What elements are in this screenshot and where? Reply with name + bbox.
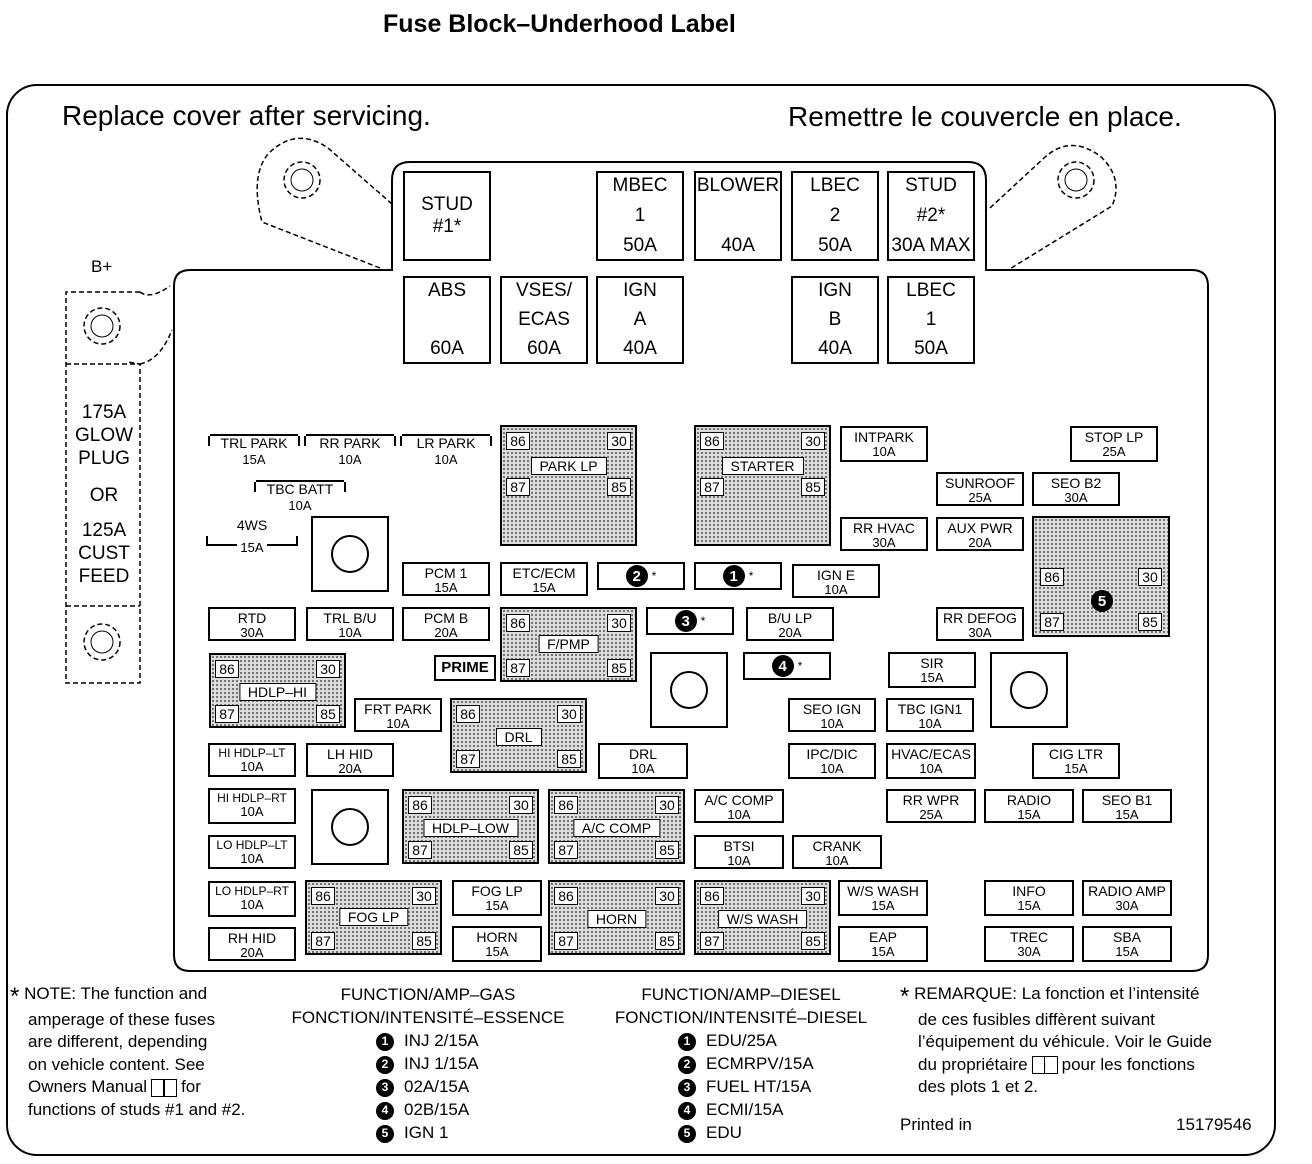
slot-3: 3* <box>646 607 734 635</box>
relay-5-number: 5 <box>1091 590 1113 612</box>
legend-diesel: FUNCTION/AMP–DIESEL FONCTION/INTENSITÉ–D… <box>614 985 868 1143</box>
slot-2: 2* <box>597 562 685 590</box>
mounting-hole <box>650 652 728 728</box>
maxi-fuse-stud-1: STUD#1* <box>403 171 491 261</box>
note-french: * REMARQUE: La fonction et l’intensité d… <box>900 983 1212 1096</box>
slot-1: 1* <box>694 562 782 590</box>
manual-book-icon: i <box>151 1078 178 1097</box>
header-french: Remettre le couvercle en place. <box>788 101 1182 132</box>
slot-4: 4* <box>743 652 831 680</box>
maxi-fuse-stud-2: STUD#2*30A MAX <box>887 171 975 261</box>
mounting-hole <box>990 652 1068 728</box>
prime-terminal: PRIME <box>434 655 496 681</box>
maxi-fuse-abs: ABS 60A <box>403 276 491 364</box>
b-plus-label: B+ <box>91 257 113 276</box>
printed-in: Printed in <box>900 1115 972 1134</box>
legend-gas: FUNCTION/AMP–GAS FONCTION/INTENSITÉ–ESSE… <box>291 985 565 1143</box>
part-number: 15179546 <box>1176 1115 1252 1134</box>
maxi-fuse-blower: BLOWER 40A <box>694 171 782 261</box>
manual-book-icon: i <box>1031 1056 1058 1075</box>
page-title: Fuse Block–Underhood Label <box>383 10 736 38</box>
mounting-hole <box>311 789 389 865</box>
mounting-hole <box>311 516 389 592</box>
header-english: Replace cover after servicing. <box>62 100 431 131</box>
note-english: * NOTE: The function and amperage of the… <box>10 983 246 1119</box>
